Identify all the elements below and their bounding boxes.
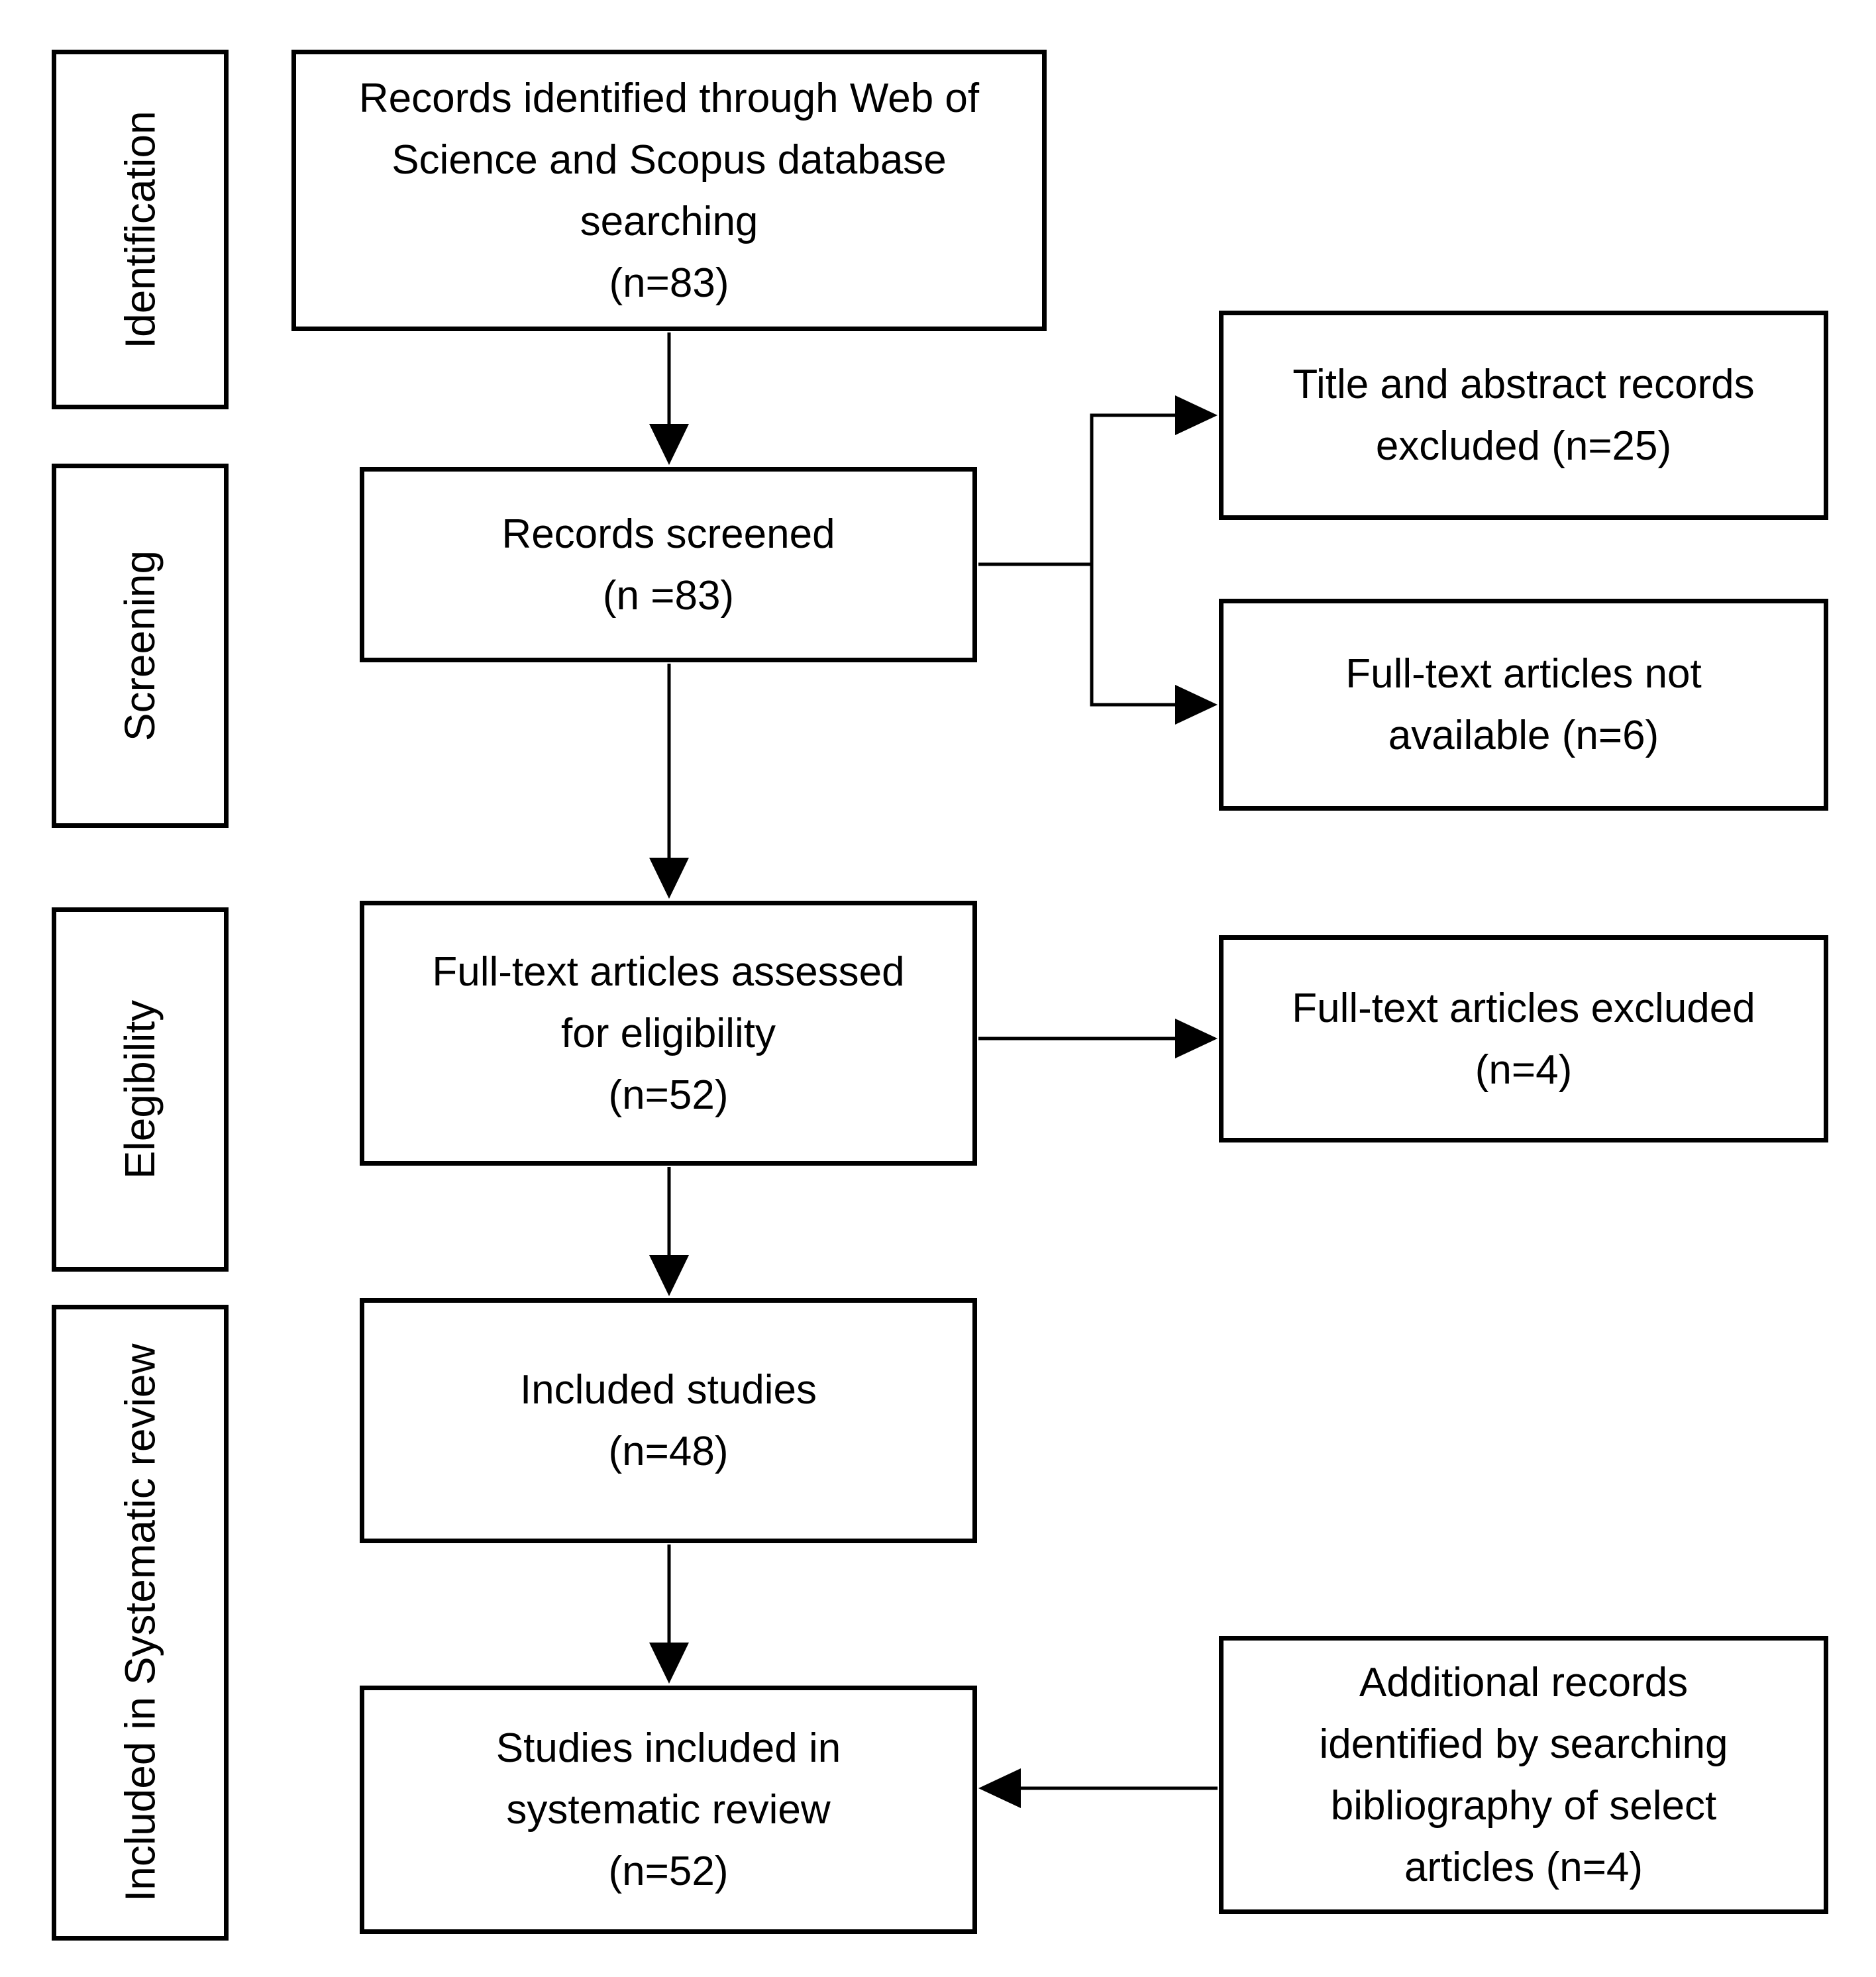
- stage-identification-label: Identification: [116, 110, 164, 349]
- box-records-screened: Records screened (n =83): [360, 467, 977, 662]
- box-additional-records-label: Additional records identified by searchi…: [1319, 1660, 1728, 1890]
- arrow-assessed-to-included: [649, 1167, 689, 1296]
- stage-included-systematic-review-label: Included in Systematic review: [116, 1343, 164, 1902]
- box-studies-in-systematic-review-label: Studies included in systematic review (n…: [495, 1725, 841, 1894]
- stage-included-systematic-review: Included in Systematic review: [52, 1305, 229, 1941]
- branch-screened-to-exclusions: [978, 395, 1218, 725]
- arrow-additional-to-review: [978, 1768, 1218, 1808]
- arrow-identified-to-screened: [649, 332, 689, 465]
- stage-identification: Identification: [52, 50, 229, 409]
- box-fulltext-assessed: Full-text articles assessed for eligibil…: [360, 901, 977, 1166]
- box-fulltext-not-available-label: Full-text articles not available (n=6): [1345, 651, 1702, 758]
- box-records-screened-label: Records screened (n =83): [501, 511, 835, 619]
- box-records-identified-label: Records identified through Web of Scienc…: [358, 75, 980, 306]
- arrow-assessed-to-excluded: [978, 1019, 1218, 1058]
- box-title-abstract-excluded: Title and abstract records excluded (n=2…: [1219, 311, 1828, 520]
- box-fulltext-assessed-label: Full-text articles assessed for eligibil…: [432, 948, 905, 1118]
- arrow-included-to-review: [649, 1545, 689, 1684]
- arrow-screened-to-assessed: [649, 664, 689, 899]
- box-studies-in-systematic-review: Studies included in systematic review (n…: [360, 1686, 977, 1934]
- stage-elegibility: Elegibility: [52, 907, 229, 1272]
- box-records-identified: Records identified through Web of Scienc…: [291, 50, 1047, 331]
- stage-elegibility-label: Elegibility: [116, 999, 164, 1180]
- box-fulltext-excluded-label: Full-text articles excluded (n=4): [1292, 985, 1755, 1093]
- box-fulltext-excluded: Full-text articles excluded (n=4): [1219, 935, 1828, 1142]
- box-additional-records: Additional records identified by searchi…: [1219, 1636, 1828, 1914]
- stage-screening: Screening: [52, 464, 229, 828]
- box-fulltext-not-available: Full-text articles not available (n=6): [1219, 599, 1828, 811]
- box-title-abstract-excluded-label: Title and abstract records excluded (n=2…: [1292, 362, 1755, 469]
- box-included-studies: Included studies (n=48): [360, 1298, 977, 1543]
- stage-screening-label: Screening: [116, 550, 164, 742]
- box-included-studies-label: Included studies (n=48): [519, 1367, 817, 1474]
